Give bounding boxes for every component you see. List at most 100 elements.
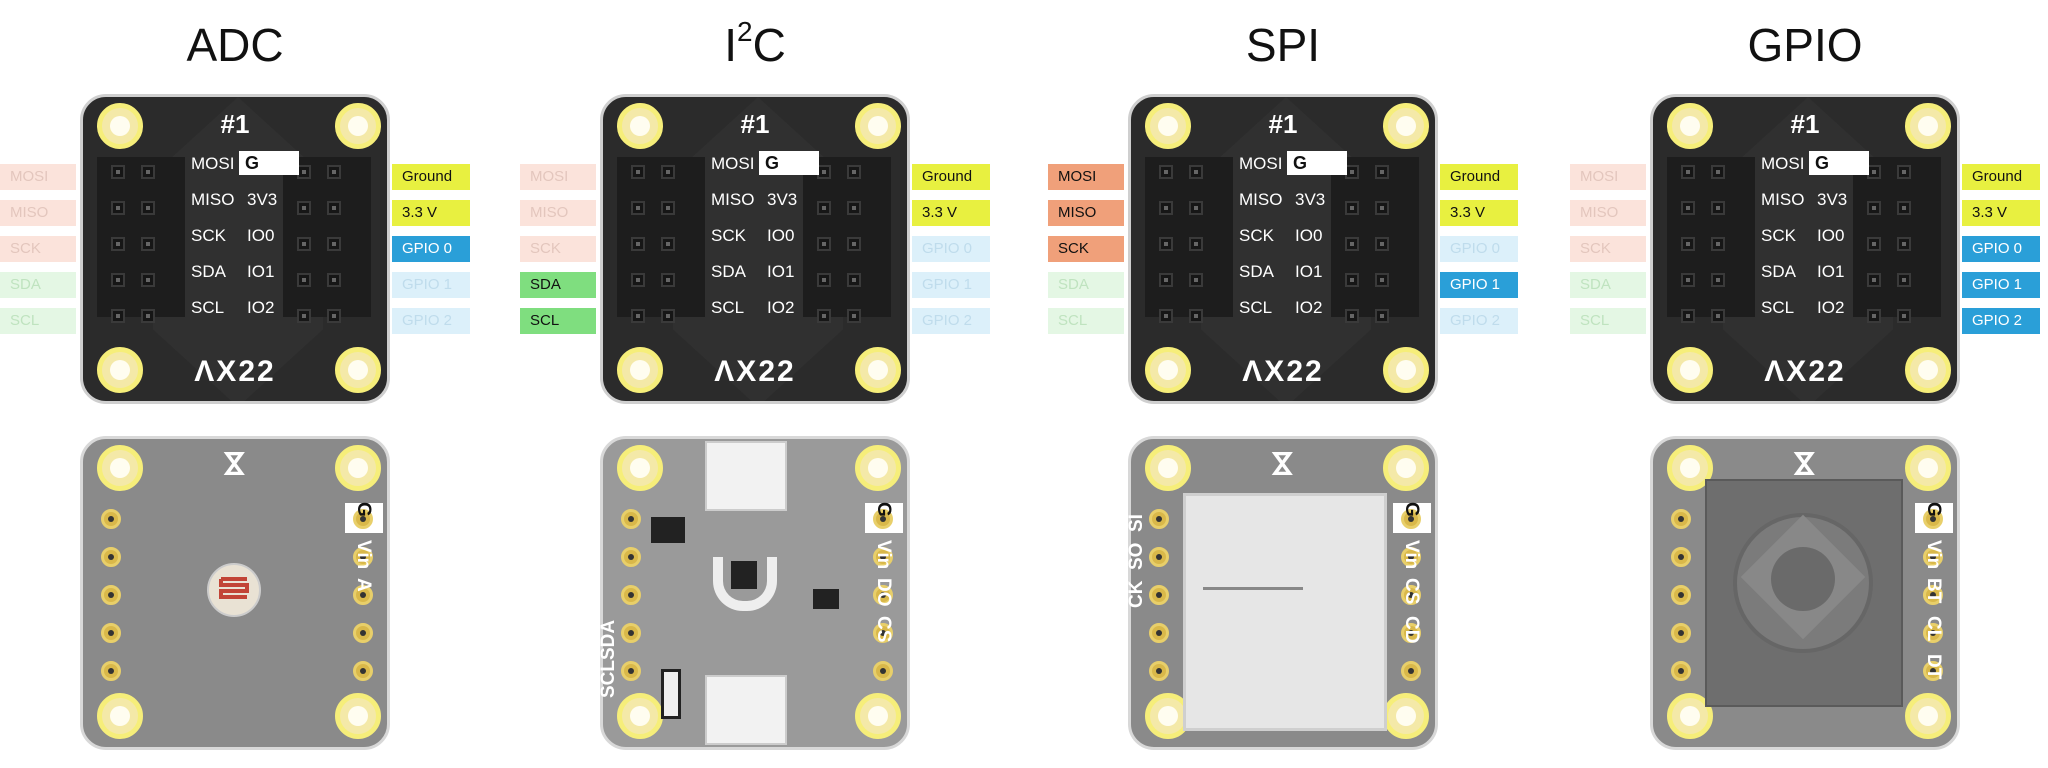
board-number: #1 — [1790, 109, 1820, 139]
board-brand: ΛX22 — [194, 355, 276, 388]
header-pin — [327, 273, 341, 287]
pin-label-gpio-2: GPIO 2 — [1962, 308, 2040, 334]
pin-label-gpio-2: GPIO 2 — [1440, 308, 1518, 334]
bottom-pin-label: CL — [1923, 616, 1944, 642]
board-pin-label: MISO — [1239, 190, 1283, 209]
module-board-bottom: ⋈ — [1128, 436, 1438, 750]
header-pin — [1681, 237, 1695, 251]
header-pin — [1159, 237, 1173, 251]
bottom-pin-label: G — [1401, 502, 1422, 517]
header-pin — [1159, 273, 1173, 287]
header-pin — [1681, 273, 1695, 287]
solder-pad — [101, 585, 121, 605]
header-pin — [661, 273, 675, 287]
board-number: #1 — [220, 109, 250, 139]
board-pin-label: IO1 — [247, 262, 275, 281]
title-tail: C — [752, 19, 786, 71]
pin-label-sda: SDA — [1048, 272, 1124, 298]
ground-box: G — [1809, 151, 1869, 175]
header-pin — [1375, 165, 1389, 179]
solder-pad — [1671, 661, 1691, 681]
bottom-pin-label: SCL — [598, 660, 619, 698]
mounting-hole — [855, 347, 901, 393]
pin-label-mosi: MOSI — [520, 164, 596, 190]
header-pin — [1159, 165, 1173, 179]
board-brand: ΛX22 — [1764, 355, 1846, 388]
header-pin — [847, 201, 861, 215]
header-pin — [631, 309, 645, 323]
mounting-hole — [1383, 347, 1429, 393]
header-pin — [661, 201, 675, 215]
module-title: ADC — [0, 18, 470, 72]
header-pin — [1867, 309, 1881, 323]
mounting-hole — [617, 445, 663, 491]
header-pin — [817, 201, 831, 215]
solder-pad — [1149, 661, 1169, 681]
solder-pad — [101, 661, 121, 681]
header-pin — [1897, 309, 1911, 323]
logic-chip — [813, 589, 839, 609]
solder-pad — [621, 509, 641, 529]
board-pin-label: 3V3 — [247, 190, 278, 209]
solder-pad — [353, 547, 373, 567]
board-pin-label: MOSI — [1761, 154, 1805, 173]
board-pin-label: 3V3 — [1817, 190, 1848, 209]
header-pin — [327, 237, 341, 251]
header-pin — [817, 237, 831, 251]
pin-label-sda: SDA — [0, 272, 76, 298]
module-title: I2C — [520, 16, 990, 72]
board-number: #1 — [740, 109, 770, 139]
pin-label-sck: SCK — [520, 236, 596, 262]
mounting-hole — [335, 693, 381, 739]
sensor-chip — [713, 557, 777, 611]
header-pin — [1867, 237, 1881, 251]
header-pin — [1345, 237, 1359, 251]
title-sup: 2 — [736, 16, 753, 47]
solder-pad — [1401, 547, 1421, 567]
board-pin-label: MOSI — [1239, 154, 1283, 173]
pin-label-miso: MISO — [1048, 200, 1124, 226]
mounting-hole — [855, 445, 901, 491]
board-pin-label: MISO — [1761, 190, 1805, 209]
mounting-hole — [1383, 103, 1429, 149]
header-pin — [661, 237, 675, 251]
header-pin — [1681, 201, 1695, 215]
header-pin — [297, 201, 311, 215]
mounting-hole — [1145, 445, 1191, 491]
bottom-pin-label: BT — [1923, 578, 1944, 604]
pin-label-gpio-0: GPIO 0 — [1440, 236, 1518, 262]
title-main: GPIO — [1747, 19, 1863, 71]
solder-pad — [1671, 509, 1691, 529]
capacitor — [661, 669, 681, 719]
header-pin — [661, 309, 675, 323]
pin-label-gpio-2: GPIO 2 — [392, 308, 470, 334]
board-pin-label: SCK — [1239, 226, 1274, 245]
mounting-hole — [1905, 347, 1951, 393]
board-pin-label: SCL — [1239, 298, 1273, 317]
sd-card-slot — [1183, 493, 1387, 731]
solder-pad — [353, 509, 373, 529]
bottom-pin-label: CS — [873, 616, 894, 643]
solder-pad — [353, 585, 373, 605]
board-pin-label: IO0 — [1295, 226, 1323, 245]
solder-pad — [1671, 623, 1691, 643]
header-pin — [1375, 201, 1389, 215]
pin-label-3-3-v: 3.3 V — [392, 200, 470, 226]
pin-label-3-3-v: 3.3 V — [912, 200, 990, 226]
encoder-shaft-center — [1771, 547, 1835, 611]
solder-pad — [1401, 623, 1421, 643]
solder-pad — [1149, 623, 1169, 643]
bottom-pin-label: DO — [873, 578, 894, 607]
pin-label-ground: Ground — [912, 164, 990, 190]
board-pin-label: SCK — [1761, 226, 1796, 245]
header-pin — [141, 273, 155, 287]
solder-pad — [353, 661, 373, 681]
mounting-hole — [617, 693, 663, 739]
pin-label-sda: SDA — [1570, 272, 1646, 298]
solder-pad — [1401, 509, 1421, 529]
header-pin — [1345, 165, 1359, 179]
solder-pad — [1923, 547, 1943, 567]
